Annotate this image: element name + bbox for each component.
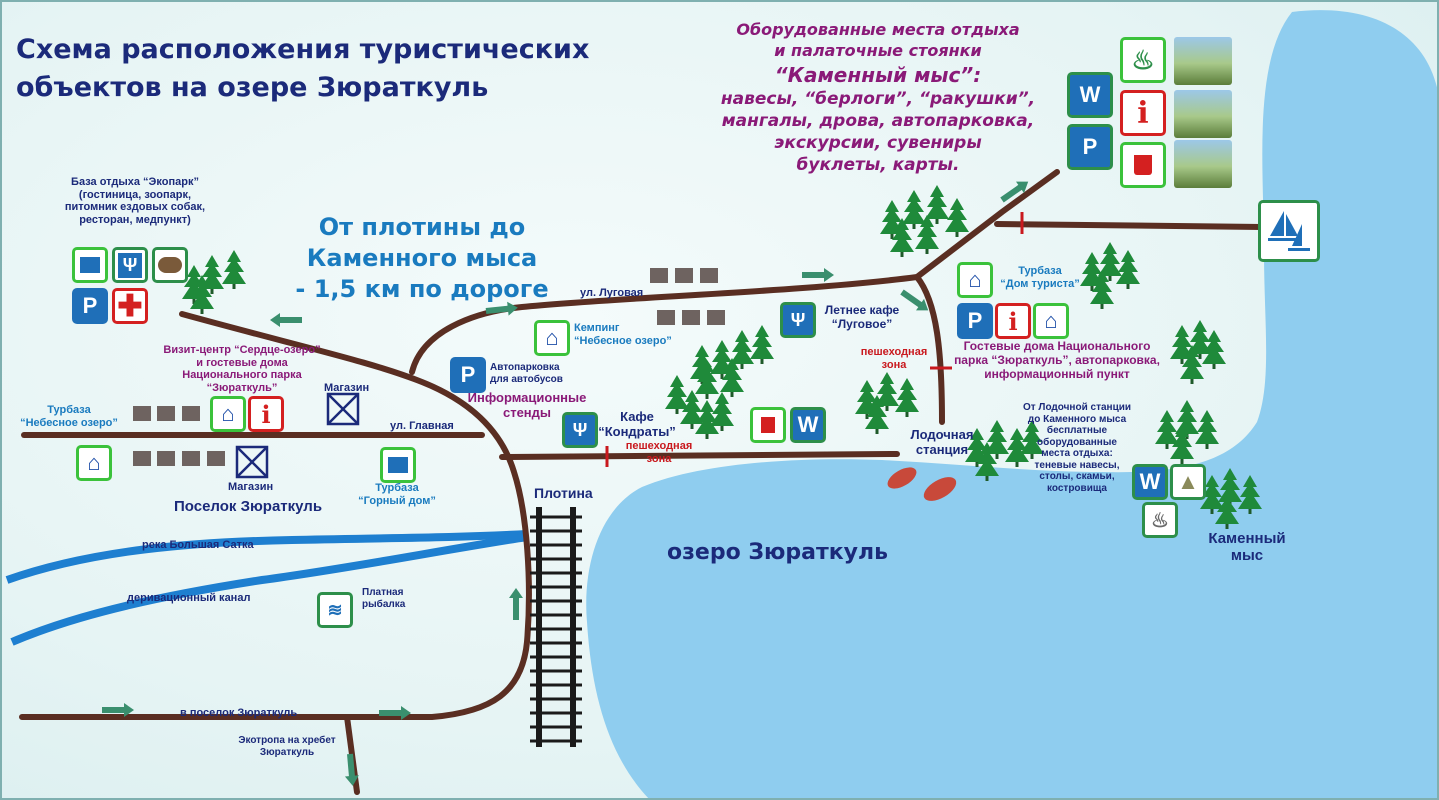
river-label: река Большая Сатка <box>142 539 254 551</box>
zoo-bear-icon[interactable] <box>152 247 188 283</box>
cafe-icon-kondraty[interactable]: Ψ <box>562 412 598 448</box>
trash-icon[interactable] <box>1120 142 1166 188</box>
turbaza-gorny-label: Турбаза“Горный дом” <box>358 482 436 507</box>
street-lugovaya-label: ул. Луговая <box>580 287 644 299</box>
turbaza-dom-label: Турбаза“Дом туриста” <box>1000 265 1080 290</box>
fishing-icon[interactable]: ≋ <box>317 592 353 628</box>
hotel-icon-gorny[interactable] <box>380 447 416 483</box>
canal-line <box>10 533 528 646</box>
boats <box>887 467 957 501</box>
shelter-photo-2 <box>1174 90 1232 138</box>
canal-label: деривационный канал <box>127 592 251 604</box>
roads <box>19 169 1265 795</box>
house-icon-visit[interactable]: ⌂ <box>210 396 246 432</box>
river-line <box>5 530 528 584</box>
house-icon-guest[interactable]: ⌂ <box>1033 303 1069 339</box>
dam-label: Плотина <box>534 485 593 501</box>
tent-icon[interactable]: ▲ <box>1170 464 1206 500</box>
bus-parking-icon[interactable]: P <box>450 357 486 393</box>
parking-icon[interactable]: P <box>1067 124 1113 170</box>
wc-icon-2[interactable]: W <box>790 407 826 443</box>
village-label: Поселок Зюраткуль <box>174 498 323 515</box>
ecopark-label: База отдыха “Экопарк”(гостиница, зоопарк… <box>64 176 206 226</box>
wc-icon-3[interactable]: W <box>1132 464 1168 500</box>
shelter-photo-3 <box>1174 140 1232 188</box>
map-title-line2: объектов на озере Зюраткуль <box>16 72 489 103</box>
info-icon-guest[interactable]: i <box>995 303 1031 339</box>
parking-icon-ecopark[interactable]: P <box>72 288 108 324</box>
wc-icon[interactable]: W <box>1067 72 1113 118</box>
campfire-icon[interactable]: ♨ <box>1120 37 1166 83</box>
hotel-icon[interactable] <box>72 247 108 283</box>
info-icon[interactable]: i <box>1120 90 1166 136</box>
shop-symbols <box>235 392 360 479</box>
medical-cross-icon[interactable]: ✚ <box>112 288 148 324</box>
trash-icon-2[interactable] <box>750 407 786 443</box>
lake-label: озеро Зюраткуль <box>667 540 888 565</box>
house-icon-nebesnoe[interactable]: ⌂ <box>76 445 112 481</box>
summer-cafe-label: Летнее кафе“Луговое” <box>824 303 900 331</box>
cafe-icon-lugovoe[interactable]: Ψ <box>780 302 816 338</box>
turbaza-nebesnoe-label: Турбаза“Небесное озеро” <box>20 404 118 429</box>
parking-icon-guest[interactable]: P <box>957 303 993 339</box>
camping-label: Кемпинг“Небесное озеро” <box>574 322 672 347</box>
to-village-label: в поселок Зюраткуль <box>180 707 298 719</box>
house-icon-camping[interactable]: ⌂ <box>534 320 570 356</box>
shop2-label: Магазин <box>228 481 274 493</box>
shop1-label: Магазин <box>324 382 370 394</box>
info-icon-visit[interactable]: i <box>248 396 284 432</box>
buildings <box>133 268 725 466</box>
lake-shape <box>586 10 1437 798</box>
campfire-icon-2[interactable]: ♨ <box>1142 502 1178 538</box>
street-main-label: ул. Главная <box>390 420 454 432</box>
restaurant-icon[interactable]: Ψ <box>112 247 148 283</box>
shelter-photo <box>1174 37 1232 85</box>
cafe-kondraty-label: Кафе“Кондраты” <box>598 409 676 439</box>
dam-tracks <box>530 507 582 747</box>
visit-center-label: Визит-центр “Сердце-озеро”и гостевые дом… <box>163 344 321 394</box>
map-title-line1: Схема расположения туристических <box>16 34 590 65</box>
sailing-icon[interactable] <box>1258 200 1320 262</box>
house-icon-dom-turista[interactable]: ⌂ <box>957 262 993 298</box>
